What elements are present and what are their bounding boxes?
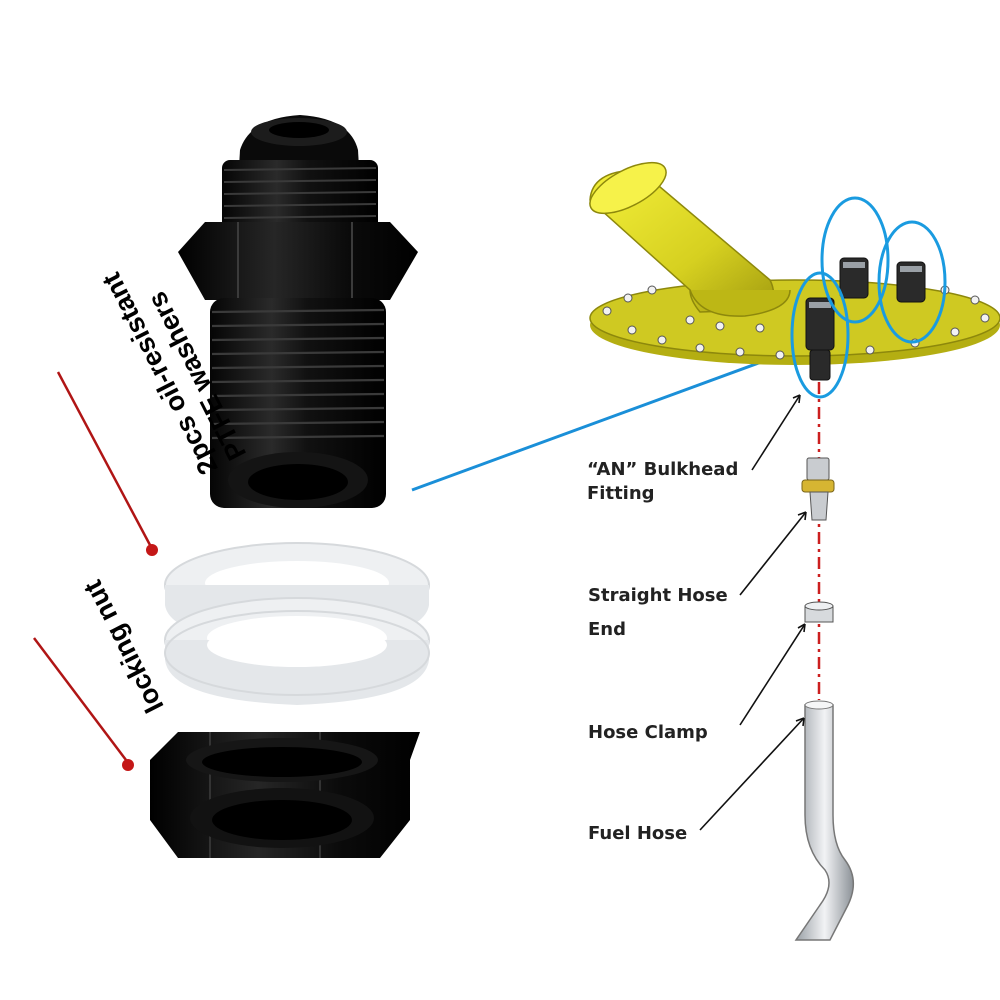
diagram-leaders — [699, 394, 807, 831]
hose-clamp-icon — [804, 601, 834, 623]
nut-leader — [33, 637, 134, 771]
an-bulkhead-fitting-icon — [178, 115, 418, 508]
label-hose-end-line2: End — [588, 619, 626, 640]
fuel-cell-plate-icon — [589, 161, 1000, 381]
ptfe-washer-icon — [164, 542, 430, 705]
washers-leader — [56, 371, 158, 556]
label-straight-hose-end: Straight Hose End — [588, 584, 728, 642]
connector-line — [411, 344, 806, 492]
straight-hose-end-icon — [801, 457, 835, 521]
label-fuel-hose: Fuel Hose — [588, 823, 688, 844]
label-an-bulkhead-fitting: “AN” Bulkhead Fitting — [587, 458, 738, 506]
label-hose-end-line1: Straight Hose — [588, 585, 728, 606]
label-an-bulkhead-line2: Fitting — [587, 483, 655, 504]
label-an-bulkhead-line1: “AN” Bulkhead — [587, 459, 739, 480]
locking-nut-icon — [150, 732, 420, 858]
label-hose-clamp: Hose Clamp — [588, 722, 708, 743]
fuel-hose-icon — [794, 700, 854, 941]
callout-circles — [790, 196, 947, 399]
